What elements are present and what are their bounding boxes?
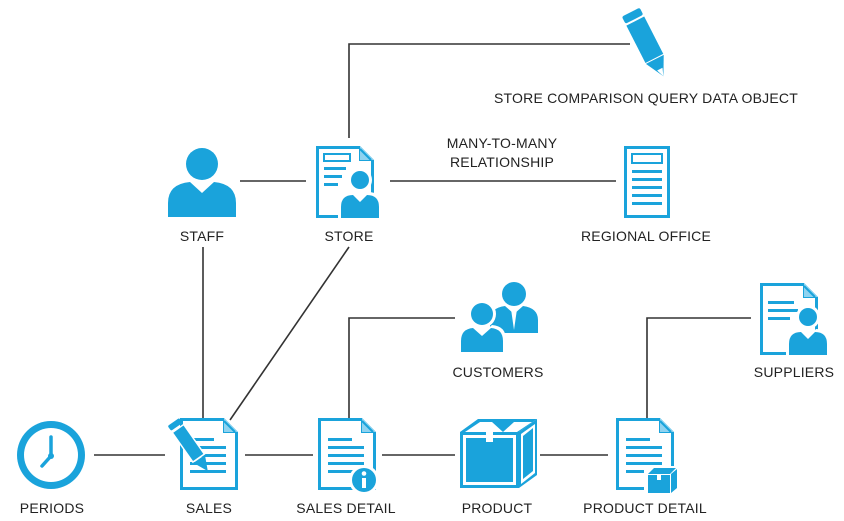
product-label: PRODUCT bbox=[461, 500, 533, 516]
edge-productdetail-suppliers bbox=[646, 317, 751, 418]
document-person-icon bbox=[315, 145, 382, 220]
store-comparison-label: STORE COMPARISON QUERY DATA OBJECT bbox=[494, 90, 798, 106]
regional-office-label: REGIONAL OFFICE bbox=[580, 228, 712, 244]
edge-store-comparison bbox=[348, 43, 630, 138]
document-pencil-icon bbox=[168, 417, 239, 491]
document-icon bbox=[624, 146, 670, 218]
store-label: STORE bbox=[324, 228, 374, 244]
sales-detail-label: SALES DETAIL bbox=[296, 500, 396, 516]
connectors bbox=[94, 43, 751, 456]
many-to-many-line2: RELATIONSHIP bbox=[449, 154, 555, 170]
many-to-many-line1: MANY-TO-MANY bbox=[446, 135, 558, 151]
document-box-icon bbox=[615, 417, 680, 496]
supplier-document-person-icon bbox=[759, 282, 830, 357]
pencil-icon bbox=[622, 8, 664, 77]
edge-salesdetail-customers bbox=[348, 317, 455, 418]
suppliers-label: SUPPLIERS bbox=[753, 364, 835, 380]
staff-label: STAFF bbox=[179, 228, 225, 244]
clock-icon bbox=[17, 421, 85, 489]
periods-label: PERIODS bbox=[19, 500, 85, 516]
many-to-many-label: MANY-TO-MANY RELATIONSHIP bbox=[447, 134, 558, 172]
edge-store-sales bbox=[229, 246, 350, 421]
person-icon bbox=[168, 148, 236, 217]
product-detail-label: PRODUCT DETAIL bbox=[583, 500, 707, 516]
document-info-icon bbox=[317, 417, 379, 495]
people-icon bbox=[458, 282, 538, 354]
sales-label: SALES bbox=[185, 500, 233, 516]
box-icon bbox=[460, 419, 537, 488]
customers-label: CUSTOMERS bbox=[452, 364, 544, 380]
